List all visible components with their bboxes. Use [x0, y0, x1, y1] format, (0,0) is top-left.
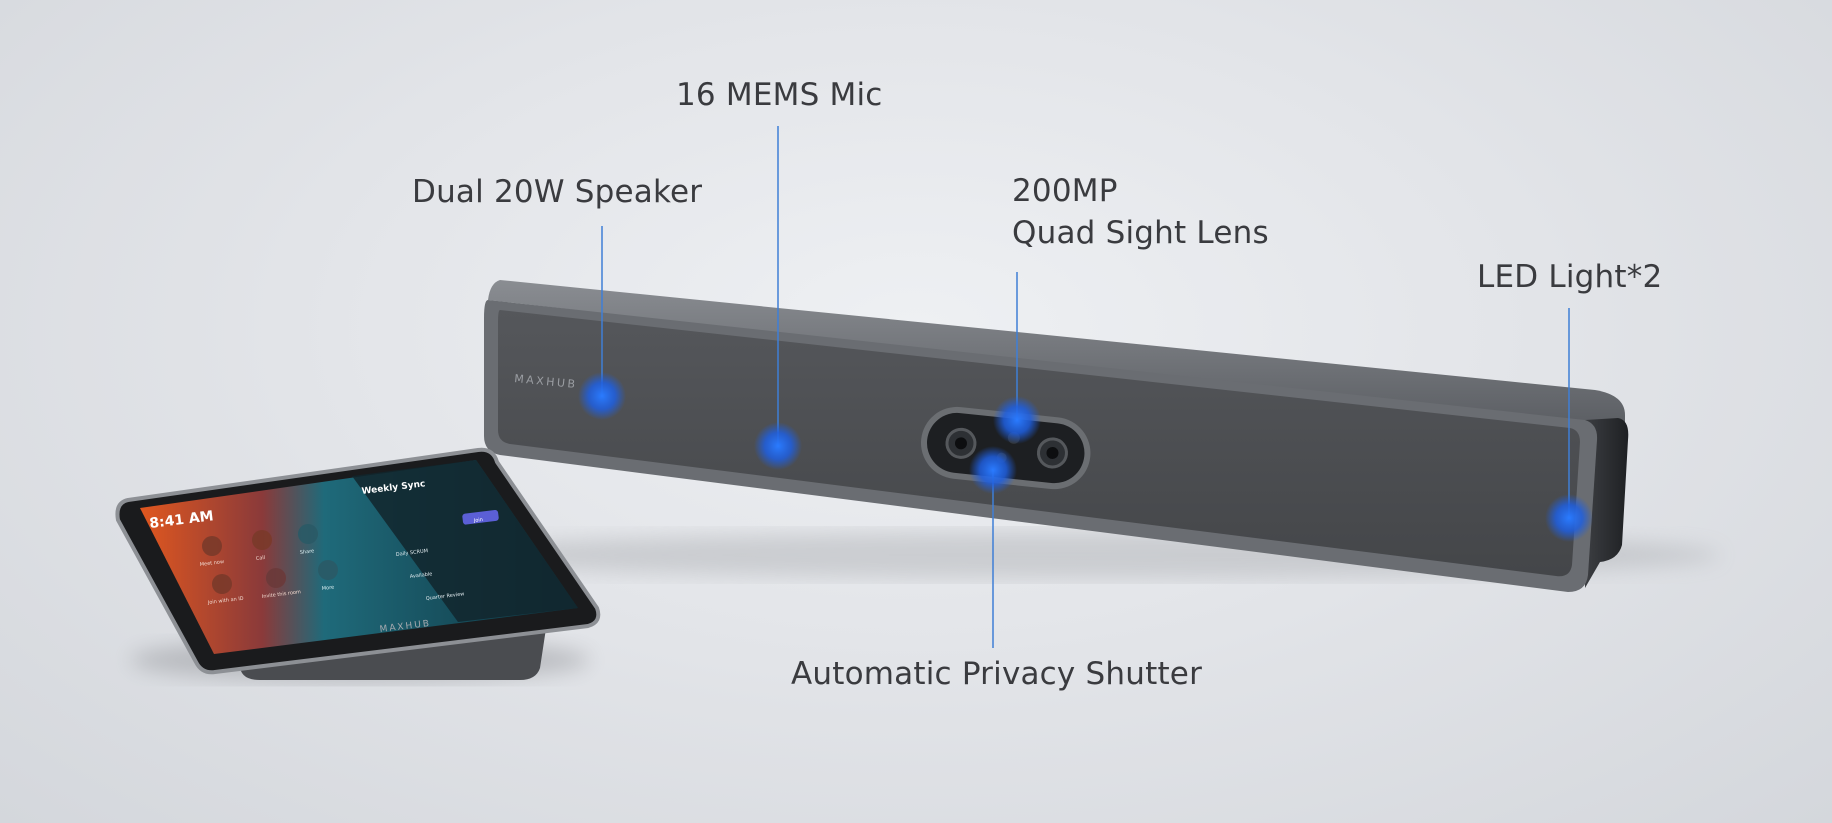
callout-lens-line2: Quad Sight Lens: [1012, 215, 1269, 251]
svg-text:Available: Available: [410, 571, 433, 580]
soundbar-top: [488, 280, 1625, 430]
more-icon: [318, 560, 338, 580]
callout-mic: 16 MEMS Mic: [676, 77, 883, 113]
invite-room-icon: [266, 568, 286, 588]
callout-lens: 200MP Quad Sight Lens: [1012, 170, 1269, 254]
soundbar: MAXHUB: [484, 280, 1629, 592]
leader-lines: [601, 126, 1570, 648]
marker-lens: [993, 396, 1041, 444]
marker-speaker: [578, 372, 626, 420]
marker-led: [1545, 494, 1593, 542]
svg-text:Meet now: Meet now: [200, 559, 225, 568]
glow-markers: [578, 372, 1593, 542]
join-id-icon: [212, 574, 232, 594]
callout-led: LED Light*2: [1477, 259, 1663, 295]
svg-text:Join with an ID: Join with an ID: [207, 596, 245, 606]
svg-text:Share: Share: [300, 548, 315, 556]
callout-speaker: Dual 20W Speaker: [412, 174, 703, 210]
svg-text:Join: Join: [473, 517, 484, 524]
touch-panel: MAXHUB 8:41 AM Weekly Sync Meet now Call…: [115, 447, 601, 680]
soundbar-end: [1585, 418, 1629, 588]
svg-text:Invite this room: Invite this room: [262, 589, 302, 600]
join-pill: [462, 509, 499, 525]
call-icon: [252, 530, 272, 550]
svg-text:Quarter Review: Quarter Review: [426, 591, 465, 602]
panel-time: 8:41 AM: [149, 508, 215, 532]
soundbar-brand: MAXHUB: [514, 372, 578, 391]
callout-lens-line1: 200MP: [1012, 173, 1118, 209]
marker-mic: [754, 422, 802, 470]
share-icon: [298, 524, 318, 544]
svg-text:More: More: [322, 585, 335, 592]
svg-text:Daily SCRUM: Daily SCRUM: [396, 548, 429, 558]
marker-shutter: [969, 446, 1017, 494]
svg-text:Call: Call: [256, 555, 266, 562]
meet-now-icon: [202, 536, 222, 556]
callout-shutter: Automatic Privacy Shutter: [791, 656, 1203, 692]
